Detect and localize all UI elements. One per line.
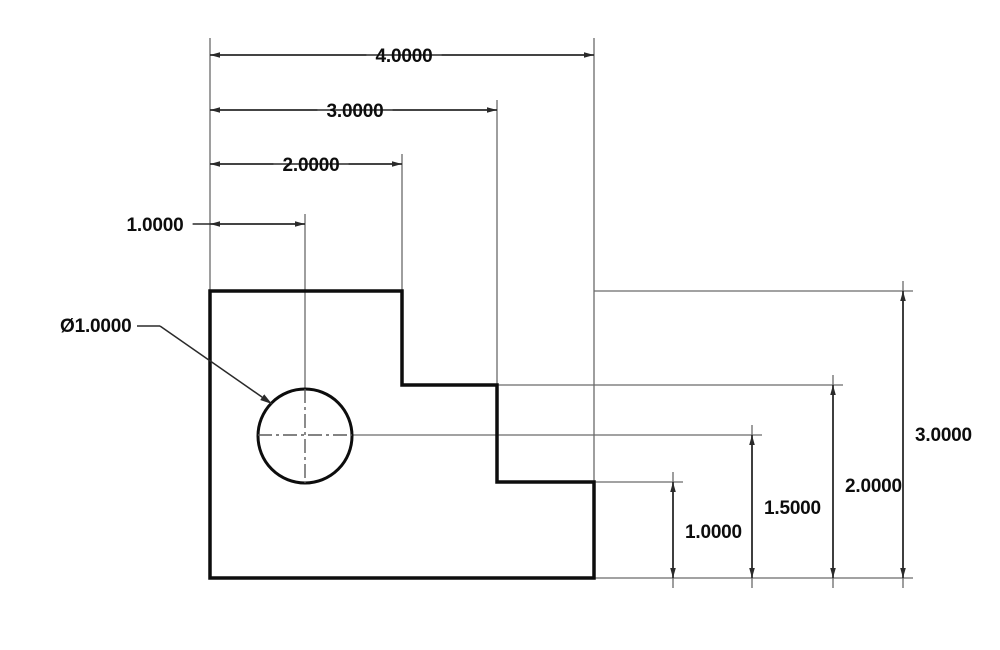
vertical-dimensions-group [670, 291, 906, 578]
dim-1-5000-vertical-label: 1.5000 [764, 498, 821, 519]
dim-2-0000-vertical-label: 2.0000 [845, 476, 902, 497]
dim-1-0000-horizontal-label: 1.0000 [127, 215, 184, 236]
dim-4-0000-label: 4.0000 [376, 46, 433, 67]
stepped-block-profile [208, 289, 596, 580]
leader-pointer-line [159, 325, 273, 405]
dim-3-0000-vertical-label: 3.0000 [915, 425, 972, 446]
dim-1-0000-vertical-label: 1.0000 [685, 522, 742, 543]
dim-2-0000-horizontal-label: 2.0000 [283, 155, 340, 176]
dim-3-0000-horizontal-label: 3.0000 [327, 101, 384, 122]
horizontal-dimensions-group [192, 52, 594, 227]
dim-diameter-1-0000-label: Ø1.0000 [60, 316, 132, 337]
dimension-text-group: 4.0000 3.0000 2.0000 1.0000 1.0000 1.5000 2.00… [60, 46, 972, 543]
diameter-leader-group [137, 325, 273, 405]
centerlines-group [258, 389, 352, 483]
